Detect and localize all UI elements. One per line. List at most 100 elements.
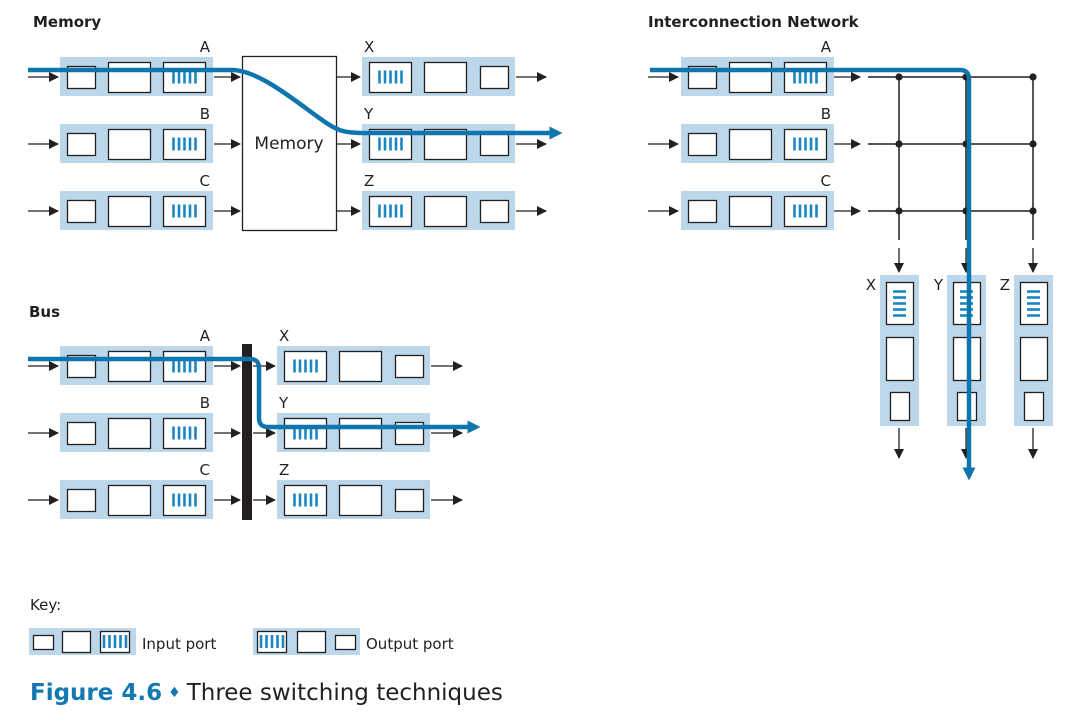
port-line-termination-box bbox=[66, 199, 97, 224]
queue-box bbox=[368, 61, 413, 94]
port-line-termination-box bbox=[394, 488, 425, 513]
port-line-termination-box bbox=[394, 354, 425, 379]
input-port-a: A bbox=[681, 38, 834, 96]
figure-caption: Figure 4.6♦Three switching techniques bbox=[30, 680, 503, 706]
key-queue bbox=[256, 630, 288, 654]
legend-key: Key: Input port Output port bbox=[29, 596, 454, 655]
output-label-x: X bbox=[364, 38, 374, 56]
crosspoint-dot bbox=[1029, 140, 1037, 148]
port-queue bbox=[885, 281, 915, 326]
output-label-y: Y bbox=[363, 105, 374, 123]
port-queue bbox=[783, 128, 828, 161]
input-label-a: A bbox=[200, 38, 211, 56]
input-port-c: C bbox=[60, 172, 213, 230]
crosspoint-dot bbox=[895, 73, 903, 81]
output-label-z: Z bbox=[364, 172, 374, 190]
memory-switch-section: A B C Memory X Y Z bbox=[28, 38, 563, 232]
port-line-termination-box bbox=[479, 65, 510, 90]
port-line-termination-box bbox=[66, 488, 97, 513]
port-processing-box bbox=[728, 61, 773, 94]
port-processing-box bbox=[107, 350, 152, 383]
crosspoint-dot bbox=[895, 140, 903, 148]
output-port-y: Y bbox=[933, 275, 986, 426]
queue-box bbox=[283, 484, 328, 517]
port-queue bbox=[368, 61, 413, 94]
port-queue bbox=[283, 484, 328, 517]
output-label-x: X bbox=[866, 276, 876, 294]
interconnection-section-title: Interconnection Network bbox=[648, 13, 860, 31]
port-queue bbox=[783, 61, 828, 94]
key-output-port-label: Output port bbox=[366, 635, 454, 653]
port-processing-box bbox=[107, 484, 152, 517]
highlighted-packet-path bbox=[28, 356, 481, 434]
port-processing-box bbox=[338, 417, 383, 450]
interconnection-switch-section: A B C X Y Z bbox=[648, 38, 1053, 481]
port-queue bbox=[162, 484, 207, 517]
input-port-a: A bbox=[60, 38, 213, 96]
input-label-b: B bbox=[200, 394, 210, 412]
bus-switch-section: A X B Y C Z bbox=[28, 327, 481, 520]
port-queue bbox=[783, 195, 828, 228]
port-queue bbox=[162, 61, 207, 94]
output-port-z: Z bbox=[1000, 275, 1053, 426]
output-label-z: Z bbox=[279, 461, 289, 479]
input-label-b: B bbox=[821, 105, 831, 123]
port-processing-box bbox=[107, 61, 152, 94]
port-processing-box bbox=[728, 195, 773, 228]
port-processing-box bbox=[338, 484, 383, 517]
memory-section-title: Memory bbox=[33, 13, 101, 31]
output-port-x: X bbox=[277, 327, 430, 385]
highlighted-packet-path bbox=[28, 67, 563, 140]
output-port-x: X bbox=[362, 38, 515, 96]
key-queue bbox=[99, 630, 131, 654]
port-queue bbox=[162, 128, 207, 161]
port-queue bbox=[162, 350, 207, 383]
output-label-y: Y bbox=[933, 276, 944, 294]
port-line-termination-box bbox=[479, 132, 510, 157]
port-line-termination-box bbox=[66, 132, 97, 157]
memory-switch-label: Memory bbox=[254, 134, 323, 154]
key-processing-box bbox=[61, 630, 92, 654]
input-port-b: B bbox=[681, 105, 834, 163]
crosspoint-dot bbox=[1029, 73, 1037, 81]
output-label-z: Z bbox=[1000, 276, 1010, 294]
port-processing-box bbox=[338, 350, 383, 383]
port-line-termination-box bbox=[1023, 391, 1045, 422]
figure-caption-text: Three switching techniques bbox=[186, 680, 503, 706]
crosspoint-dot bbox=[895, 207, 903, 215]
port-queue bbox=[368, 195, 413, 228]
port-processing-box bbox=[423, 61, 468, 94]
port-processing-box bbox=[728, 128, 773, 161]
output-port-x: X bbox=[866, 275, 919, 426]
input-label-a: A bbox=[200, 327, 211, 345]
input-label-c: C bbox=[200, 461, 210, 479]
input-label-a: A bbox=[821, 38, 832, 56]
port-line-termination-box bbox=[687, 199, 718, 224]
output-label-y: Y bbox=[278, 394, 289, 412]
input-port-b: B bbox=[60, 394, 213, 452]
output-port-y: Y bbox=[277, 394, 430, 452]
port-processing-box bbox=[107, 195, 152, 228]
port-line-termination-box bbox=[889, 391, 911, 422]
input-port-c: C bbox=[60, 461, 213, 519]
port-processing-box bbox=[107, 128, 152, 161]
diamond-separator-icon: ♦ bbox=[168, 685, 181, 701]
input-port-c: C bbox=[681, 172, 834, 230]
shared-bus-bar bbox=[242, 344, 252, 520]
port-line-termination-box bbox=[479, 199, 510, 224]
port-processing-box bbox=[107, 417, 152, 450]
input-port-a: A bbox=[60, 327, 213, 385]
output-label-x: X bbox=[279, 327, 289, 345]
key-line-termination-box bbox=[334, 634, 357, 651]
input-label-b: B bbox=[200, 105, 210, 123]
port-processing-box bbox=[1019, 336, 1049, 382]
port-processing-box bbox=[423, 195, 468, 228]
output-port-z: Z bbox=[277, 461, 430, 519]
input-label-c: C bbox=[821, 172, 831, 190]
port-line-termination-box bbox=[66, 421, 97, 446]
port-queue bbox=[283, 350, 328, 383]
port-processing-box bbox=[885, 336, 915, 382]
output-port-z: Z bbox=[362, 172, 515, 230]
key-line-termination-box bbox=[32, 634, 55, 651]
